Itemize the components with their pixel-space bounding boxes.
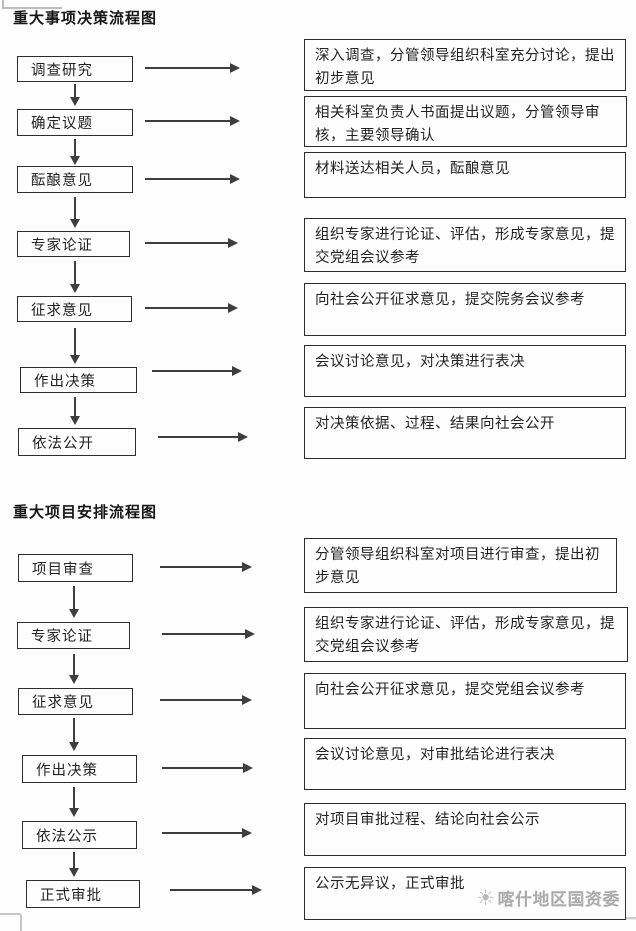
detail-text: 会议讨论意见，对审批结论进行表决 <box>315 747 555 763</box>
step-label: 依法公示 <box>36 828 98 845</box>
detail-text: 对决策依据、过程、结果向社会公开 <box>315 416 555 432</box>
arrow-down-icon <box>69 586 79 618</box>
flow-step-box: 酝酿意见 <box>17 166 133 193</box>
detail-text: 深入调查，分管领导组织科室充分讨论，提出初步意见 <box>315 48 615 87</box>
page-corner-artifact <box>2 0 62 9</box>
step-label: 作出决策 <box>34 373 96 390</box>
page-edge-artifact <box>625 917 636 919</box>
detail-text: 向社会公开征求意见，提交党组会议参考 <box>315 682 585 698</box>
detail-text: 对项目审批过程、结论向社会公示 <box>315 812 540 828</box>
flow-step-box: 征求意见 <box>17 296 132 322</box>
arrow-right-icon <box>145 238 238 248</box>
step-label: 项目审查 <box>32 561 94 578</box>
step-label: 依法公开 <box>32 435 94 452</box>
arrow-down-icon <box>69 718 79 751</box>
arrow-down-icon <box>69 852 79 877</box>
arrow-right-icon <box>170 885 262 895</box>
flow-detail-box: 向社会公开征求意见，提交院务会议参考 <box>304 283 626 336</box>
flow-detail-box: 材料送达相关人员，酝酿意见 <box>304 152 626 198</box>
section-title: 重大项目安排流程图 <box>13 504 158 521</box>
arrow-right-icon <box>162 828 252 838</box>
flow-detail-box: 公示无异议，正式审批 <box>304 867 626 920</box>
arrow-down-icon <box>70 328 80 364</box>
flow-detail-box: 向社会公开征求意见，提交党组会议参考 <box>304 673 626 729</box>
flow-detail-box: 会议讨论意见，对决策进行表决 <box>304 345 626 397</box>
flow-detail-box: 会议讨论意见，对审批结论进行表决 <box>304 738 626 790</box>
arrow-down-icon <box>70 139 80 165</box>
detail-text: 分管领导组织科室对项目进行审查，提出初步意见 <box>315 547 600 586</box>
arrow-right-icon <box>145 116 240 126</box>
arrow-right-icon <box>145 174 240 184</box>
flow-detail-box: 深入调查，分管领导组织科室充分讨论，提出初步意见 <box>304 39 626 91</box>
step-label: 征求意见 <box>31 302 93 319</box>
flow-detail-box: 对项目审批过程、结论向社会公示 <box>304 803 626 856</box>
flow-step-box: 专家论证 <box>17 231 130 257</box>
flow-detail-box: 分管领导组织科室对项目进行审查，提出初步意见 <box>304 538 617 593</box>
arrow-right-icon <box>158 432 248 442</box>
arrow-right-icon <box>145 63 240 73</box>
flow-detail-box: 组织专家进行论证、评估，形成专家意见，提交党组会议参考 <box>304 607 628 662</box>
step-label: 专家论证 <box>31 237 93 254</box>
detail-text: 组织专家进行论证、评估，形成专家意见，提交党组会议参考 <box>315 616 615 655</box>
detail-text: 组织专家进行论证、评估，形成专家意见，提交党组会议参考 <box>315 227 615 266</box>
arrow-right-icon <box>162 629 255 639</box>
arrow-down-icon <box>70 397 80 425</box>
flow-step-box: 专家论证 <box>17 622 130 649</box>
detail-text: 相关科室负责人书面提出议题，分管领导审核，主要领导确认 <box>315 105 600 144</box>
flow-step-box: 调查研究 <box>17 56 133 82</box>
step-label: 确定议题 <box>31 116 93 132</box>
step-label: 调查研究 <box>31 62 93 79</box>
arrow-down-icon <box>69 654 79 684</box>
section-title: 重大事项决策流程图 <box>13 10 158 27</box>
step-label: 正式审批 <box>40 887 102 904</box>
arrow-down-icon <box>70 261 80 293</box>
flow-step-box: 作出决策 <box>20 367 137 393</box>
detail-text: 材料送达相关人员，酝酿意见 <box>315 161 510 177</box>
flow-step-box: 作出决策 <box>22 755 137 783</box>
flow-step-box: 征求意见 <box>18 688 133 715</box>
arrow-right-icon <box>162 763 253 773</box>
flow-step-box: 依法公示 <box>22 821 137 849</box>
detail-text: 会议讨论意见，对决策进行表决 <box>315 354 525 370</box>
detail-text: 向社会公开征求意见，提交院务会议参考 <box>315 292 585 308</box>
flow-step-box: 依法公开 <box>18 428 136 456</box>
step-label: 酝酿意见 <box>31 173 93 189</box>
step-label: 征求意见 <box>32 695 94 711</box>
arrow-right-icon <box>145 303 238 313</box>
flow-detail-box: 组织专家进行论证、评估，形成专家意见，提交党组会议参考 <box>304 218 626 272</box>
arrow-down-icon <box>70 84 80 106</box>
detail-text: 公示无异议，正式审批 <box>315 876 465 892</box>
arrow-down-icon <box>70 197 80 228</box>
arrow-right-icon <box>152 366 242 376</box>
flow-detail-box: 对决策依据、过程、结果向社会公开 <box>304 407 626 459</box>
step-label: 专家论证 <box>31 629 93 645</box>
arrow-right-icon <box>160 695 252 705</box>
flow-step-box: 确定议题 <box>17 109 133 136</box>
flow-detail-box: 相关科室负责人书面提出议题，分管领导审核，主要领导确认 <box>304 96 627 147</box>
arrow-down-icon <box>69 787 79 817</box>
arrow-right-icon <box>160 562 252 572</box>
flow-step-box: 项目审查 <box>18 554 133 582</box>
flow-step-box: 正式审批 <box>26 880 140 908</box>
page-corner-artifact <box>0 913 22 931</box>
step-label: 作出决策 <box>36 762 98 779</box>
